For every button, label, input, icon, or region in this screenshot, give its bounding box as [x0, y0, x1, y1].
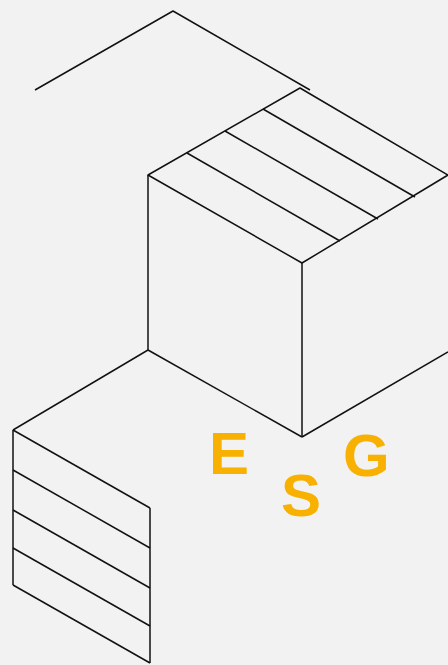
esg-letter: S — [281, 466, 321, 526]
esg-letter: E — [209, 424, 249, 484]
esg-letter: G — [343, 426, 390, 486]
